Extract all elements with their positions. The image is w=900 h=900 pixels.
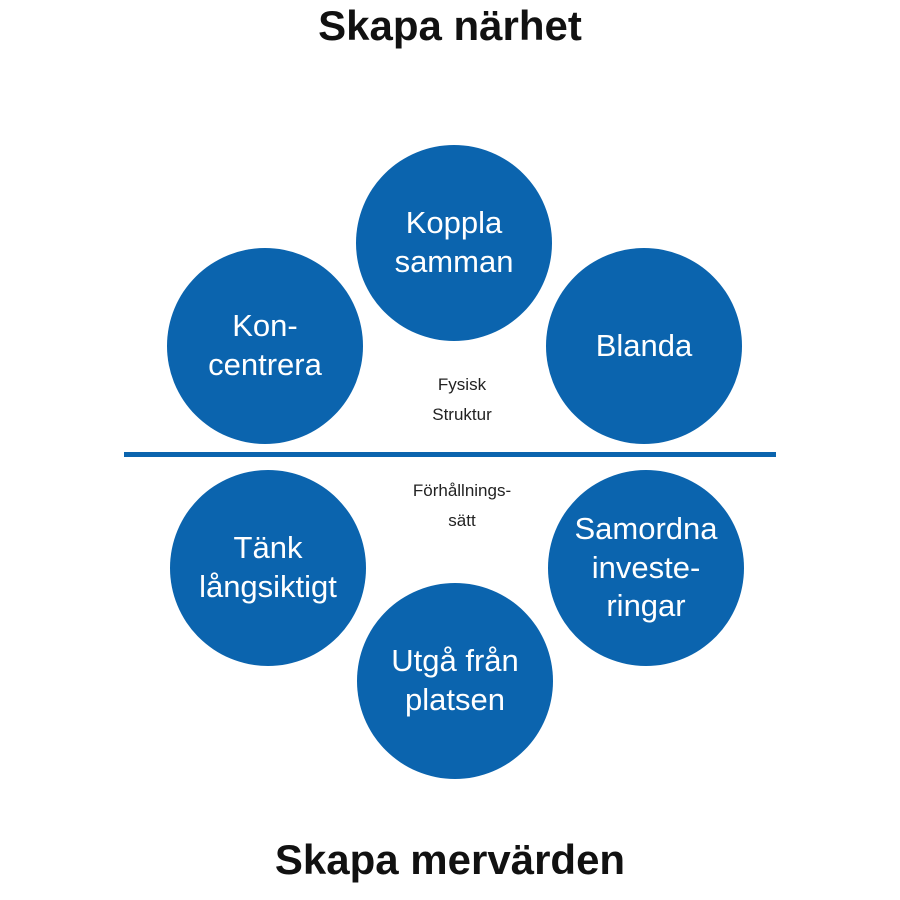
circle-tank-langsiktigt: Tänk långsiktigt <box>170 470 366 666</box>
upper-label: Fysisk Struktur <box>432 375 492 424</box>
circle-koppla-samman: Koppla samman <box>356 145 552 341</box>
title-bottom: Skapa mervärden <box>274 836 626 883</box>
circle-blanda: Blanda <box>546 248 742 444</box>
divider-line <box>124 452 776 457</box>
circle-utga-fran-platsen: Utgå från platsen <box>357 583 553 779</box>
circle-koncentrera: Kon- centrera <box>167 248 363 444</box>
lower-label: Förhållnings- sätt <box>412 481 512 530</box>
circle-samordna-investeringar: Samordna investe- ringar <box>548 470 744 666</box>
title-top: Skapa närhet <box>318 2 582 49</box>
